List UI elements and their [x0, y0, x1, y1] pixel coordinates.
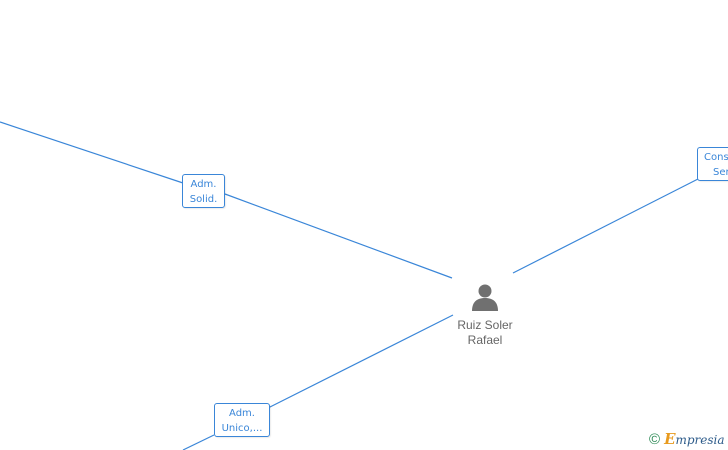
empresia-watermark: © Empresia	[649, 429, 725, 449]
edge-adm-unico-left	[182, 434, 215, 450]
role-label-line1: Cons	[704, 152, 728, 163]
edge-consejero-person	[512, 178, 699, 274]
copyright-icon: ©	[649, 430, 661, 448]
edge-adm-unico-person	[267, 314, 454, 409]
role-label-line1: Adm.	[190, 179, 217, 190]
brand-logo: Empresia	[664, 430, 725, 448]
person-name-line2: Rafael	[467, 333, 503, 347]
role-box-adm-solid[interactable]: Adm. Solid.	[182, 174, 225, 208]
brand-initial: E	[664, 430, 676, 448]
role-box-consejero[interactable]: Cons Ser	[697, 147, 728, 181]
edge-adm-solid-left	[0, 121, 184, 184]
role-label-line2: Unico,...	[221, 423, 263, 434]
person-icon	[472, 284, 498, 311]
role-label-line2: Ser	[713, 167, 728, 178]
role-label-line2: Solid.	[189, 194, 218, 205]
edge-adm-solid-person	[224, 193, 453, 279]
person-node[interactable]: Ruiz Soler Rafael	[444, 282, 526, 348]
role-label-line1: Adm.	[229, 408, 255, 419]
brand-rest: mpresia	[675, 433, 725, 447]
role-box-adm-unico[interactable]: Adm. Unico,...	[214, 403, 270, 437]
person-name-line1: Ruiz Soler	[457, 318, 513, 332]
